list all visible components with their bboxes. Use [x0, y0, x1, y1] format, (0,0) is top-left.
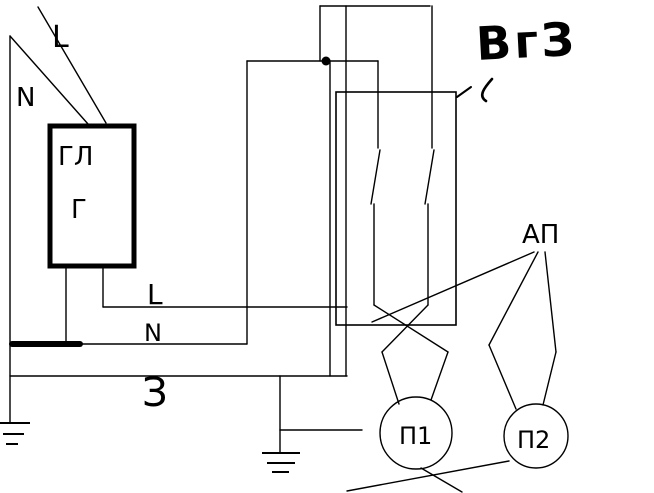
lead-socket1-right	[430, 351, 449, 401]
switch1-blade	[370, 149, 381, 205]
lead-socket2-left	[488, 344, 517, 410]
earth-symbol-middle	[262, 452, 300, 473]
label-neutral-mid: N	[144, 319, 162, 347]
label-ap: АП	[522, 220, 559, 250]
scribble-pointer	[456, 86, 472, 98]
socket-2-circle	[503, 403, 569, 469]
wires-group	[9, 5, 557, 493]
ap-pointer-right	[544, 251, 557, 353]
junction-dot	[321, 56, 331, 66]
wire-bottom-1	[420, 467, 463, 493]
label-meter-line1: ГЛ	[58, 142, 93, 172]
breaker-box	[335, 91, 457, 326]
label-earth: З	[142, 370, 168, 416]
scribble-hook	[480, 77, 494, 103]
label-phase-mid: L	[147, 278, 163, 311]
wire-cross-2	[381, 304, 429, 353]
meter-box	[47, 123, 137, 269]
label-phase-top: L	[52, 20, 69, 55]
wire-bottom-2	[346, 460, 510, 492]
lead-socket1-left	[381, 351, 400, 405]
ap-pointer-long	[371, 251, 535, 323]
label-socket-1: П1	[399, 422, 432, 450]
socket-1-circle	[379, 396, 453, 470]
wire-phase-drop	[37, 6, 107, 124]
label-neutral-top: N	[16, 83, 35, 113]
earth-symbol-left	[0, 422, 30, 445]
lead-socket2-right	[542, 351, 557, 406]
ap-pointer-mid	[488, 251, 539, 346]
label-meter-line2: Г	[71, 195, 87, 225]
label-scribble: ВгЗ	[475, 12, 578, 71]
wire-neutral-drop	[9, 35, 89, 125]
label-socket-2: П2	[517, 426, 550, 454]
wire-cross-1	[373, 304, 449, 353]
switch2-blade	[424, 149, 435, 205]
